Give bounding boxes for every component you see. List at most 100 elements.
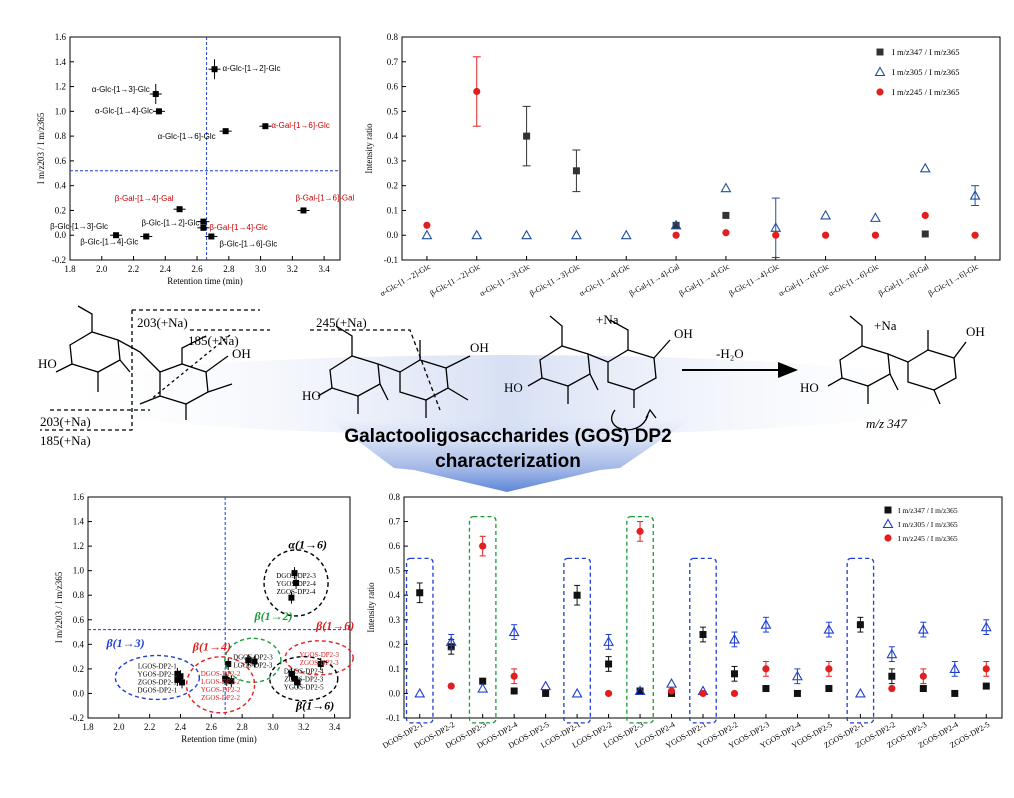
data-point [113,232,120,239]
intensity-ratio-panel-d: -0.10.00.10.20.30.40.50.60.70.8DGOS-DP2-… [366,492,1003,750]
point-label: α-Glc-[1→4]-Glc [95,106,153,115]
group-member-label: YGOS-DP2-2 [201,686,241,694]
data-point [982,665,990,673]
plot-frame [401,36,1001,261]
disaccharide-structure-3 [527,315,671,431]
data-point [222,675,229,682]
group-outline [269,656,339,702]
data-point [208,233,215,240]
x-axis-label: Retention time (min) [181,734,257,744]
data-point [919,672,927,680]
dehydrated-product-structure [827,315,967,405]
x-tick-label: 3.2 [287,264,298,274]
group-outline [284,640,354,676]
data-point [971,231,979,239]
banner-title: Galactooligosaccharides (GOS) DP2 charac… [344,426,671,472]
group-outline [114,654,201,701]
data-point [300,207,307,214]
data-point [542,689,550,697]
dehydration-label: -H₂O [716,346,744,361]
data-point [200,224,207,231]
data-point [479,677,487,685]
legend-marker [884,506,892,514]
data-point [294,679,301,686]
data-point [666,678,677,688]
highlight-box-blue [846,557,875,724]
data-point [143,233,150,240]
intensity-ratio-panel-b: -0.10.00.10.20.30.40.50.60.70.8α-Glc-[1→… [364,32,1001,298]
group-member-label: DGOS-DP2-1 [138,686,178,694]
category-label: α-Glc-[1→4]-Glc [578,262,632,298]
sodium-adduct-label-2: +Na [874,318,897,333]
category-label: β-Glc-[1→2]-Glc [428,262,482,298]
y-tick-label: 0.2 [55,205,66,215]
data-point [605,660,613,668]
group-member-label: DGOS-DP2-2 [201,670,241,678]
plot-frame [403,496,1003,719]
data-point [982,682,990,690]
group-title: β(1→6) [315,619,354,633]
frag-185-bottom-label: 185(+Na) [40,433,91,448]
data-point [262,123,269,130]
frag-185-top-label: 185(+Na) [188,333,239,348]
data-point [174,676,181,683]
data-point [510,672,518,680]
y-tick-label: 0.3 [389,615,401,625]
y-tick-label: 0.1 [387,205,398,215]
point-label: β-Glc-[1→4]-Glc [80,237,138,246]
data-point [772,231,780,239]
data-point [667,687,676,695]
hydroxyl-label: HO [800,380,819,395]
banner-title-line1: Galactooligosaccharides (GOS) DP2 [344,426,671,447]
y-tick-label: 0.2 [387,181,398,191]
sodium-adduct-label: +Na [596,312,619,327]
data-point [720,182,732,193]
data-point [477,682,489,693]
point-label: β-Gal-[1→4]-Glc [209,223,267,232]
data-point [820,209,832,220]
data-point [825,665,833,673]
data-point [856,621,864,629]
data-point [423,221,431,229]
hydroxyl-label: OH [470,340,489,355]
y-axis-label: Intensity ratio [364,123,374,174]
y-tick-label: 0.8 [55,131,67,141]
category-label: β-Gal-[1→4]-Gal [628,262,682,298]
data-point [288,670,295,677]
legend-marker [876,48,884,56]
group-member-label: YGOS-DP2-4 [276,580,316,588]
frag-203-bottom-label: 203(+Na) [40,414,91,429]
group-member-label: YGOS-DP2-1 [138,670,178,678]
data-point [791,670,803,681]
group-member-label: ZGOS-DP2-2 [201,694,240,702]
data-point [473,87,481,96]
data-point [245,657,252,664]
y-axis-label: I m/z203 / I m/z365 [54,571,64,643]
data-point [730,670,738,678]
data-point [174,670,181,677]
group-outline [263,549,329,617]
banner-decoration [37,355,977,492]
y-tick-label: 0.8 [387,32,399,42]
y-tick-label: 1.6 [73,492,85,502]
data-point [980,621,992,632]
data-point [770,222,782,232]
data-point [951,689,959,697]
group-member-label: ZGOS-DP2-3 [284,676,323,684]
structure-labels: 203(+Na) 185(+Na) 203(+Na) 185(+Na) 245(… [38,312,985,448]
data-point [793,689,801,697]
y-tick-label: 0.4 [73,639,85,649]
data-point [317,660,324,667]
data-point [603,636,615,646]
data-point [177,673,184,680]
data-point [670,219,682,230]
x-tick-label: 2.2 [128,264,139,274]
data-point [634,685,646,696]
point-label: β-Gal-[1→6]-Gal [295,193,354,202]
highlight-box-green [468,515,497,724]
data-point [479,542,487,550]
data-point [672,231,680,239]
x-tick-label: 3.4 [318,264,330,274]
